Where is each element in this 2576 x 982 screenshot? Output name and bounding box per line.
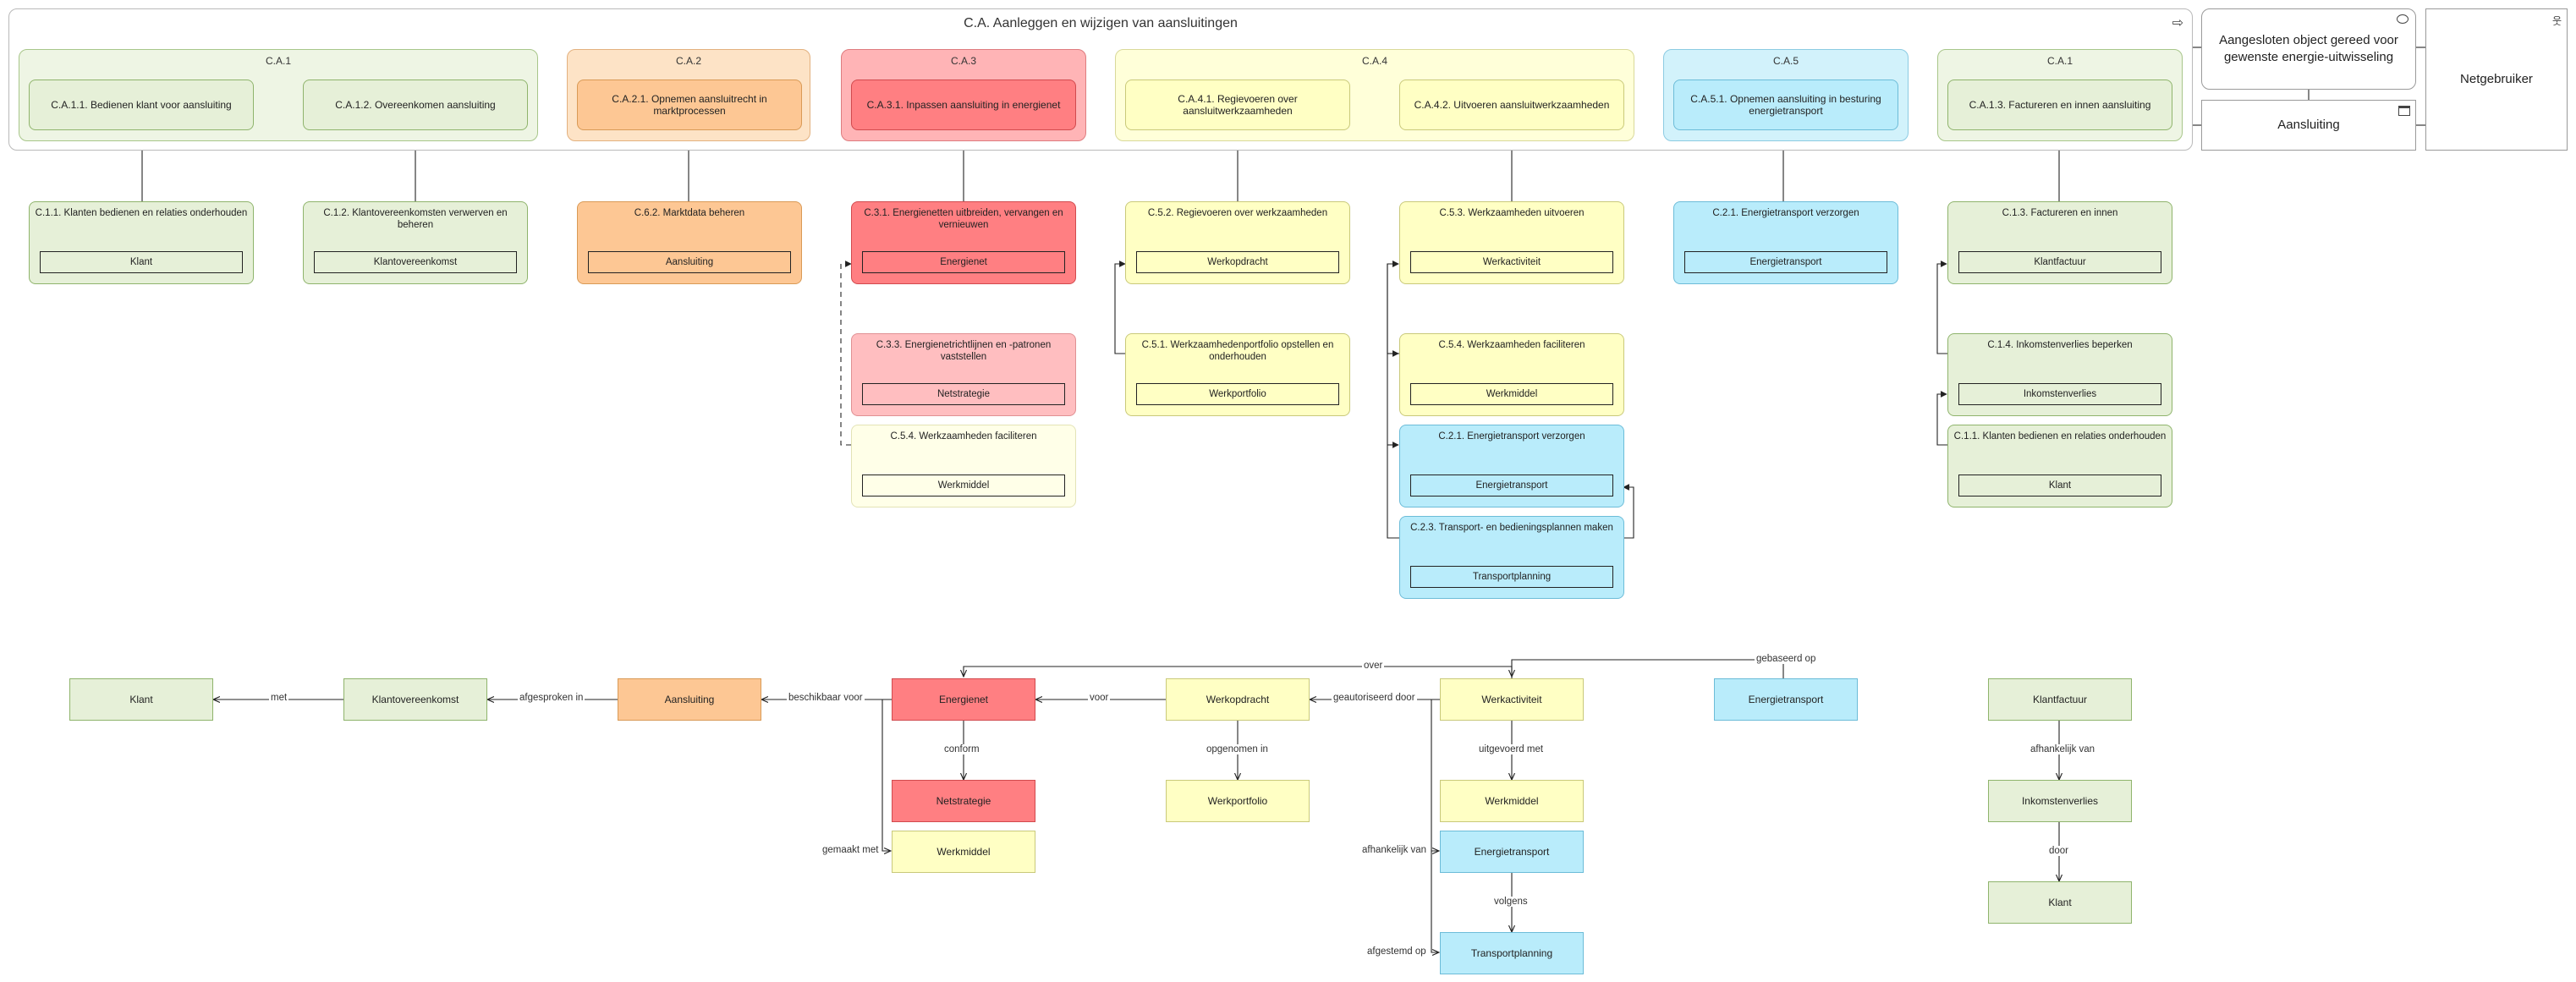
service-c11-b[interactable]: C.1.1. Klanten bedienen en relaties onde… [1947, 425, 2172, 507]
rel-geautoriseerd-door: geautoriseerd door [1332, 693, 1417, 703]
rel-over: over [1362, 661, 1385, 671]
object-werkopdracht[interactable]: Werkopdracht [1166, 678, 1310, 721]
rel-conform: conform [942, 744, 981, 754]
netgebruiker-box[interactable]: Netgebruiker 웃 [2425, 8, 2568, 151]
rel-uitgevoerd-met: uitgevoerd met [1477, 744, 1546, 754]
object-netstrategie[interactable]: Netstrategie [892, 780, 1035, 822]
object-werkportfolio[interactable]: Werkportfolio [1166, 780, 1310, 822]
service-c51[interactable]: C.5.1. Werkzaamhedenportfolio opstellen … [1125, 333, 1350, 416]
rel-afhankelijk-van-2: afhankelijk van [2029, 744, 2097, 754]
rel-gebaseerd-op: gebaseerd op [1755, 654, 1818, 664]
service-c31[interactable]: C.3.1. Energienetten uitbreiden, vervang… [851, 201, 1076, 284]
object-klantfactuur[interactable]: Klantfactuur [1988, 678, 2132, 721]
aansluiting-label: Aansluiting [2277, 118, 2340, 132]
service-c11[interactable]: C.1.1. Klanten bedienen en relaties onde… [29, 201, 254, 284]
process-ca51[interactable]: C.A.5.1. Opnemen aansluiting in besturin… [1673, 80, 1898, 130]
service-c33[interactable]: C.3.3. Energienetrichtlijnen en -patrone… [851, 333, 1076, 416]
frame-title: C.A. Aanleggen en wijzigen van aansluiti… [964, 16, 1238, 30]
service-c23[interactable]: C.2.3. Transport- en bedieningsplannen m… [1399, 516, 1624, 599]
aansluiting-box[interactable]: Aansluiting [2201, 100, 2416, 151]
object-werkmiddel-2[interactable]: Werkmiddel [1440, 780, 1584, 822]
process-ca41[interactable]: C.A.4.1. Regievoeren over aansluitwerkza… [1125, 80, 1350, 130]
object-inkomstenverlies[interactable]: Inkomstenverlies [1988, 780, 2132, 822]
service-c12[interactable]: C.1.2. Klantovereenkomsten verwerven en … [303, 201, 528, 284]
object-werkmiddel-1[interactable]: Werkmiddel [892, 831, 1035, 873]
rel-opgenomen-in: opgenomen in [1205, 744, 1270, 754]
rel-voor: voor [1088, 693, 1111, 703]
process-ca42[interactable]: C.A.4.2. Uitvoeren aansluitwerkzaamheden [1399, 80, 1624, 130]
actor-icon: 웃 [2551, 15, 2562, 27]
object-klantovereenkomst[interactable]: Klantovereenkomst [343, 678, 487, 721]
object-klant-2[interactable]: Klant [1988, 881, 2132, 924]
process-ca11[interactable]: C.A.1.1. Bedienen klant voor aansluiting [29, 80, 254, 130]
rel-met: met [269, 693, 289, 703]
process-ca21[interactable]: C.A.2.1. Opnemen aansluitrecht in marktp… [577, 80, 802, 130]
rel-afgestemd-op: afgestemd op [1365, 946, 1428, 957]
rel-afgesproken-in: afgesproken in [518, 693, 585, 703]
object-werkactiviteit[interactable]: Werkactiviteit [1440, 678, 1584, 721]
event-icon [2397, 14, 2408, 24]
rel-gemaakt-met: gemaakt met [821, 845, 881, 855]
object-energietransport-2[interactable]: Energietransport [1440, 831, 1584, 873]
aangesloten-object-box[interactable]: Aangesloten object gereed voor gewenste … [2201, 8, 2416, 90]
object-aansluiting[interactable]: Aansluiting [618, 678, 761, 721]
rel-afhankelijk-van: afhankelijk van [1360, 845, 1429, 855]
object-klant[interactable]: Klant [69, 678, 213, 721]
process-ca12[interactable]: C.A.1.2. Overeenkomen aansluiting [303, 80, 528, 130]
object-energienet[interactable]: Energienet [892, 678, 1035, 721]
netgebruiker-label: Netgebruiker [2460, 72, 2533, 86]
aangesloten-object-label: Aangesloten object gereed voor gewenste … [2219, 33, 2398, 64]
rel-door: door [2047, 846, 2071, 856]
object-energietransport[interactable]: Energietransport [1714, 678, 1858, 721]
rel-beschikbaar-voor: beschikbaar voor [787, 693, 865, 703]
product-icon [2398, 106, 2410, 116]
object-transportplanning[interactable]: Transportplanning [1440, 932, 1584, 974]
arrow-right-icon: ⇨ [2172, 16, 2183, 30]
process-ca13[interactable]: C.A.1.3. Factureren en innen aansluiting [1947, 80, 2172, 130]
rel-volgens: volgens [1492, 897, 1530, 907]
process-ca31[interactable]: C.A.3.1. Inpassen aansluiting in energie… [851, 80, 1076, 130]
